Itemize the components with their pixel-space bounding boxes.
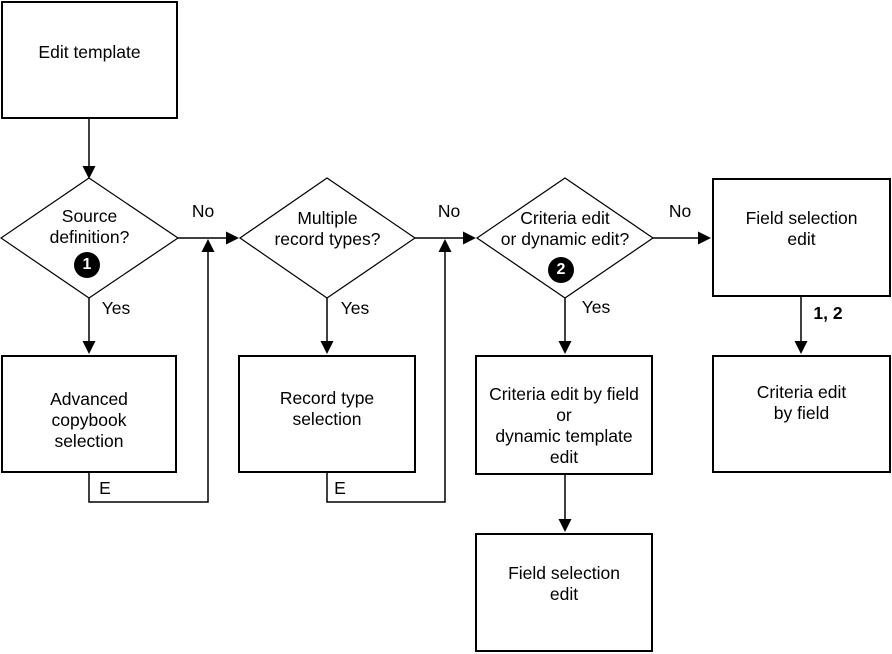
edge-label-no-3: No — [668, 201, 692, 221]
arrowhead-down-icon — [558, 519, 572, 532]
node-record-type-selection: Record type selection — [238, 355, 416, 473]
node-criteria-edit-or-dynamic-template-label: Criteria edit by field or dynamic templa… — [489, 384, 639, 467]
edge-label-no-1: No — [191, 201, 215, 221]
edge-exit-loop-2 — [326, 252, 446, 503]
node-edit-template: Edit template — [1, 1, 178, 119]
edge-label-exit-1: E — [99, 478, 111, 498]
footnote-badge-1: 1 — [74, 252, 100, 278]
node-record-type-selection-label: Record type selection — [279, 388, 375, 429]
arrowhead-right-icon — [698, 231, 711, 245]
node-field-selection-edit-top: Field selection edit — [712, 178, 891, 297]
node-edit-template-label: Edit template — [38, 41, 141, 62]
node-field-selection-edit-top-label: Field selection edit — [745, 208, 858, 249]
edge-label-no-2: No — [437, 201, 461, 221]
arrowhead-right-icon — [463, 231, 476, 245]
arrowhead-down-icon — [794, 341, 808, 354]
node-advanced-copybook-selection: Advanced copybook selection — [1, 355, 177, 473]
node-criteria-edit-by-field: Criteria edit by field — [712, 355, 891, 473]
footnote-badge-2-number: 2 — [556, 261, 566, 278]
node-field-selection-edit-bottom-label: Field selection edit — [508, 563, 620, 604]
arrowhead-down-icon — [558, 341, 572, 354]
decision-multiple-record-types-shape — [238, 177, 417, 299]
node-advanced-copybook-selection-label: Advanced copybook selection — [50, 388, 128, 451]
edge-label-yes-1: Yes — [101, 298, 131, 318]
arrowhead-up-icon — [438, 239, 452, 252]
footnote-badge-1-number: 1 — [82, 256, 92, 273]
edge-label-one-two: 1, 2 — [813, 303, 843, 323]
edge-label-yes-3: Yes — [581, 297, 611, 317]
edge-exit-loop-1 — [88, 252, 209, 503]
decision-source-definition-shape — [0, 177, 180, 299]
edge-label-yes-2: Yes — [340, 298, 370, 318]
arrowhead-down-icon — [320, 341, 334, 354]
arrowhead-up-icon — [201, 239, 215, 252]
arrowhead-right-icon — [226, 231, 239, 245]
node-criteria-edit-by-field-label: Criteria edit by field — [756, 382, 847, 423]
edge-label-exit-2: E — [334, 478, 346, 498]
arrowhead-down-icon — [82, 166, 96, 179]
arrowhead-down-icon — [82, 341, 96, 354]
node-field-selection-edit-bottom: Field selection edit — [475, 533, 653, 652]
node-criteria-edit-or-dynamic-template: Criteria edit by field or dynamic templa… — [475, 355, 653, 475]
footnote-badge-2: 2 — [548, 257, 574, 283]
